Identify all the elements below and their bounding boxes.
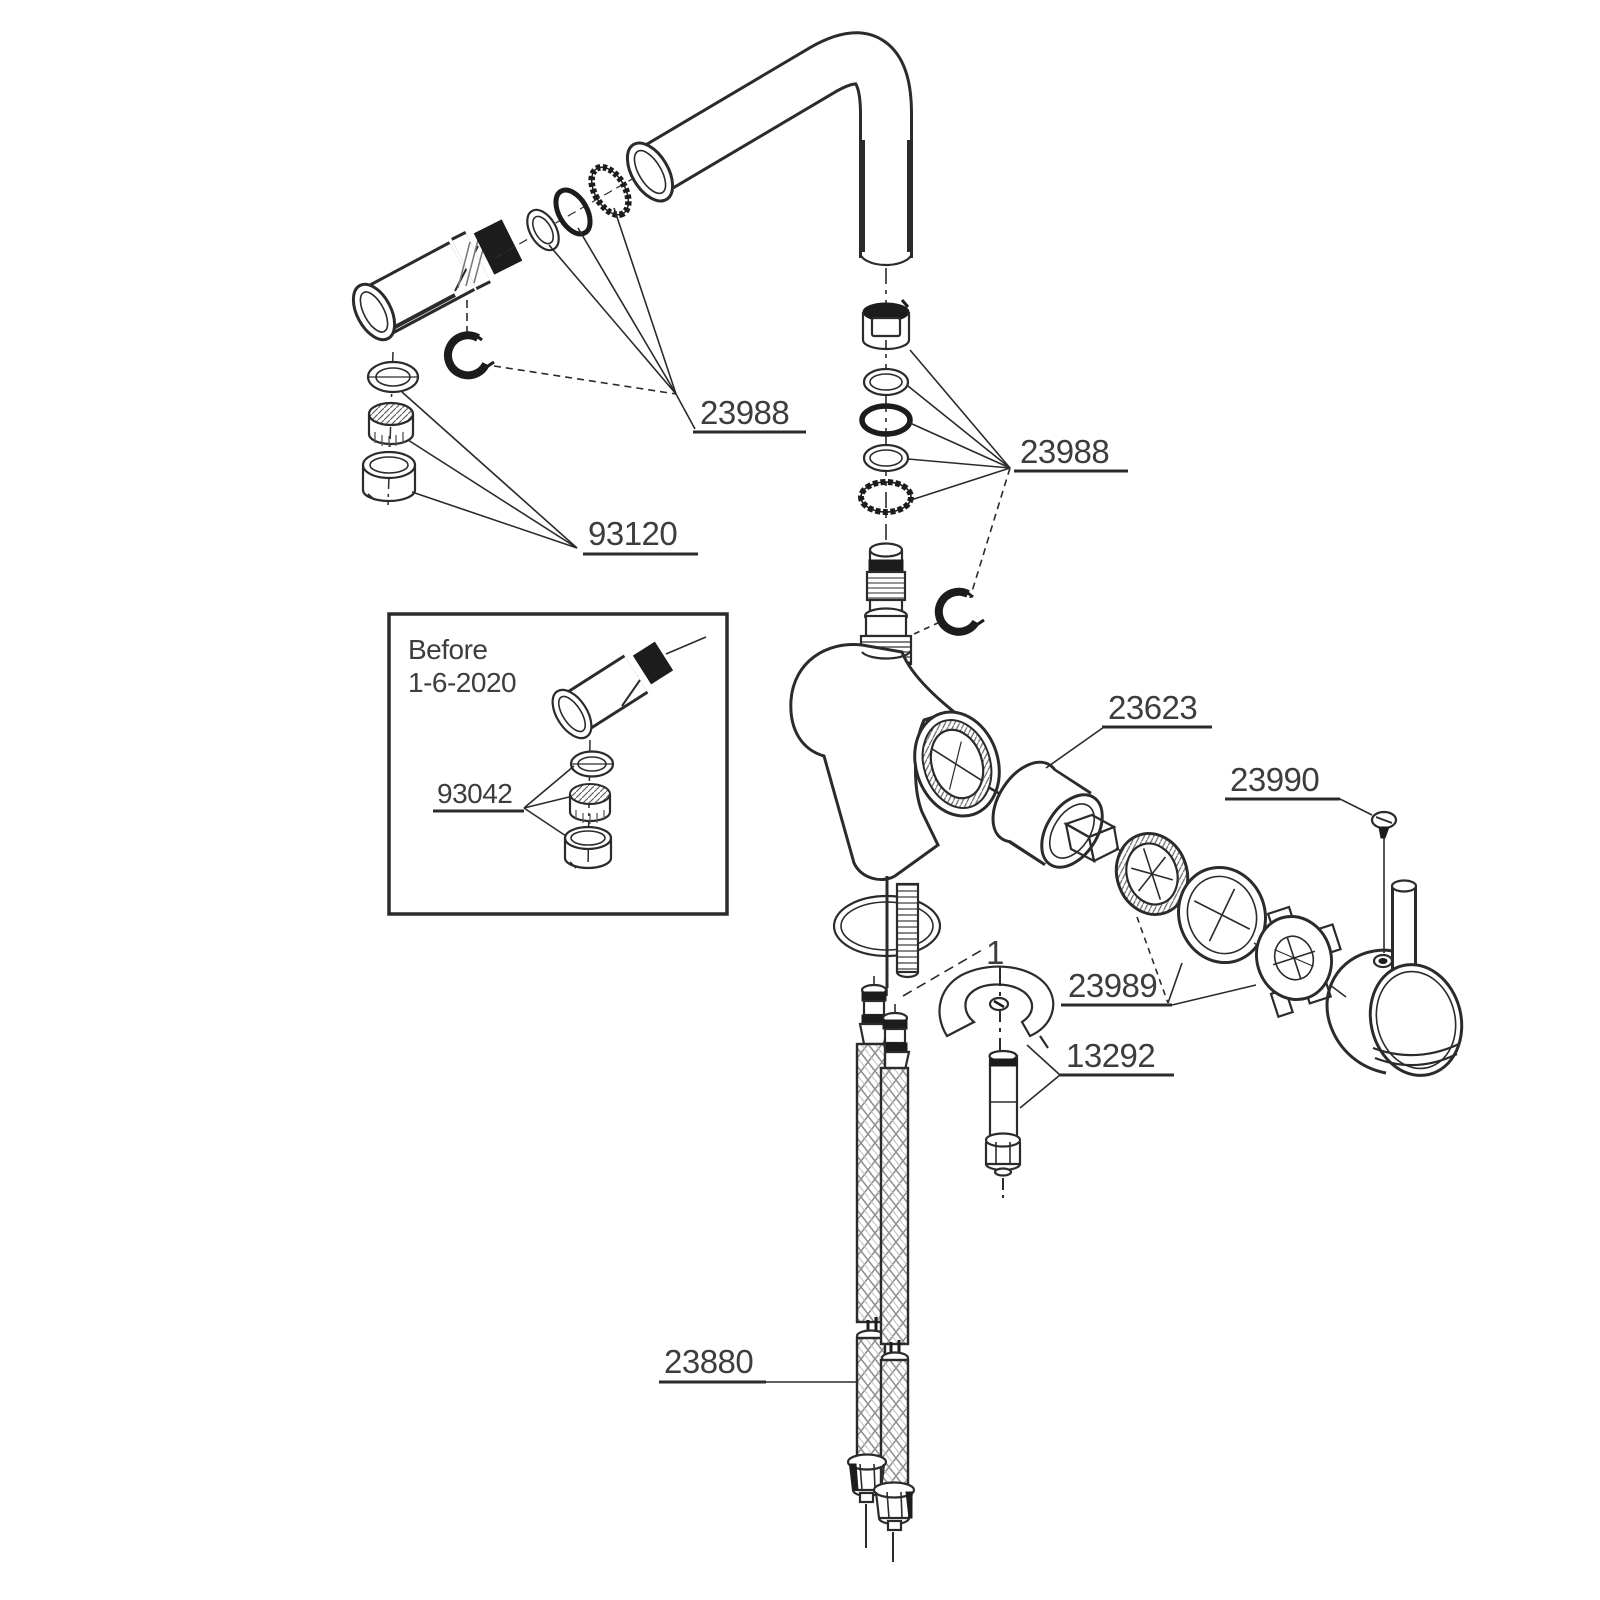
part-number-23988-left: 23988 <box>700 394 789 431</box>
old-aerator-housing <box>563 825 613 870</box>
part-label-seal-kit-right: 23988 <box>907 349 1128 599</box>
leader-line <box>909 349 1011 469</box>
part-number-93120: 93120 <box>588 515 677 552</box>
hose-fitting-top-left <box>858 976 890 1046</box>
seal-washer <box>526 208 560 252</box>
part-number-23989: 23989 <box>1068 967 1157 1004</box>
old-aerator-insert <box>568 783 612 824</box>
leader-line <box>1019 1074 1061 1109</box>
leader-line <box>1171 984 1257 1006</box>
leader-line <box>907 385 1011 469</box>
part-number-93042: 93042 <box>437 778 512 809</box>
cartridge-nut <box>1114 832 1190 916</box>
leader-line <box>401 391 578 549</box>
old-aerator-washer <box>569 750 615 778</box>
old-spout-tip <box>551 636 707 740</box>
part-label-trim-set: 23989 <box>1061 916 1257 1007</box>
snap-ring-right <box>913 587 985 636</box>
aerator-stack <box>361 351 420 506</box>
aerator-insert <box>367 401 415 447</box>
part-label-mounting-set: 13292 <box>1019 1037 1174 1109</box>
axis-connector <box>1329 984 1347 998</box>
part-label-aerator-old: 93042 <box>433 765 575 837</box>
spout-tip-mouth <box>351 282 397 342</box>
part-number-23880: 23880 <box>664 1343 753 1380</box>
leader-line <box>1026 1044 1061 1076</box>
leader-line <box>577 227 677 395</box>
cartridge <box>987 760 1135 869</box>
leader-line <box>1045 726 1105 769</box>
cartridge-port <box>913 710 1001 818</box>
leader-line <box>910 467 1011 501</box>
inset-note-line2: 1-6-2020 <box>408 667 516 698</box>
handle-face <box>1368 963 1464 1077</box>
o-ring-textured <box>858 479 914 515</box>
leader-line <box>909 422 1011 469</box>
leader-line <box>1339 798 1373 816</box>
leader-line-dashed <box>493 365 677 395</box>
part-label-supply-hose: 23880 <box>659 1343 857 1384</box>
faucet-body <box>789 643 1001 881</box>
inset-before-2020: Before 1-6-2020 <box>387 612 729 916</box>
aerator-washer <box>366 360 420 394</box>
leader-line <box>407 439 578 549</box>
hose-end-fitting-right <box>872 1481 916 1562</box>
spline-adapter <box>1254 905 1342 1019</box>
aerator-housing <box>361 450 417 503</box>
handle-screw <box>1370 810 1398 839</box>
part-label-cartridge: 23623 <box>1045 689 1212 769</box>
part-label-seal-kit-left: 23988 <box>493 207 806 434</box>
handle <box>1325 834 1464 1077</box>
leader-line <box>523 796 570 809</box>
part-number-23990: 23990 <box>1230 761 1319 798</box>
leader-line <box>411 491 578 549</box>
part-number-13292: 13292 <box>1066 1037 1155 1074</box>
o-ring <box>862 443 910 473</box>
leader-line-dashed <box>1136 916 1169 1004</box>
leader-line-dashed <box>969 467 1011 599</box>
hose-end-fitting-left <box>846 1453 888 1548</box>
leader-line <box>548 244 677 395</box>
clamp-plate: 1 <box>902 934 1055 1050</box>
part-number-23623: 23623 <box>1108 689 1197 726</box>
leader-line <box>675 393 696 430</box>
mounting-bolt <box>984 1049 1022 1198</box>
part-label-aerator-main: 93120 <box>401 391 698 556</box>
part-number-23988-right: 23988 <box>1020 433 1109 470</box>
inset-note-line1: Before <box>408 634 488 665</box>
leader-line <box>523 807 567 837</box>
o-ring-textured <box>588 164 632 218</box>
leader-line <box>907 458 1011 469</box>
marker-one: 1 <box>986 934 1004 971</box>
inset-border <box>387 612 729 916</box>
snap-ring-left <box>444 331 495 380</box>
leader-line <box>523 765 575 809</box>
tip-seals <box>494 164 635 259</box>
spout-bushing <box>861 299 911 351</box>
o-ring-thick <box>859 403 913 437</box>
spout-tip <box>351 219 523 342</box>
o-ring-thick <box>553 187 593 237</box>
leader-line <box>1167 962 1183 1004</box>
spout-pipe-mouth <box>625 141 675 203</box>
dome-cap <box>1176 865 1268 965</box>
leader-line <box>613 207 677 395</box>
spout-pipe <box>625 31 914 267</box>
supply-hose-right <box>879 1066 910 1490</box>
riser-seal-stack <box>858 268 914 545</box>
o-ring <box>862 367 910 397</box>
threaded-shank <box>885 876 920 996</box>
part-label-handle-screw: 23990 <box>1225 761 1373 816</box>
